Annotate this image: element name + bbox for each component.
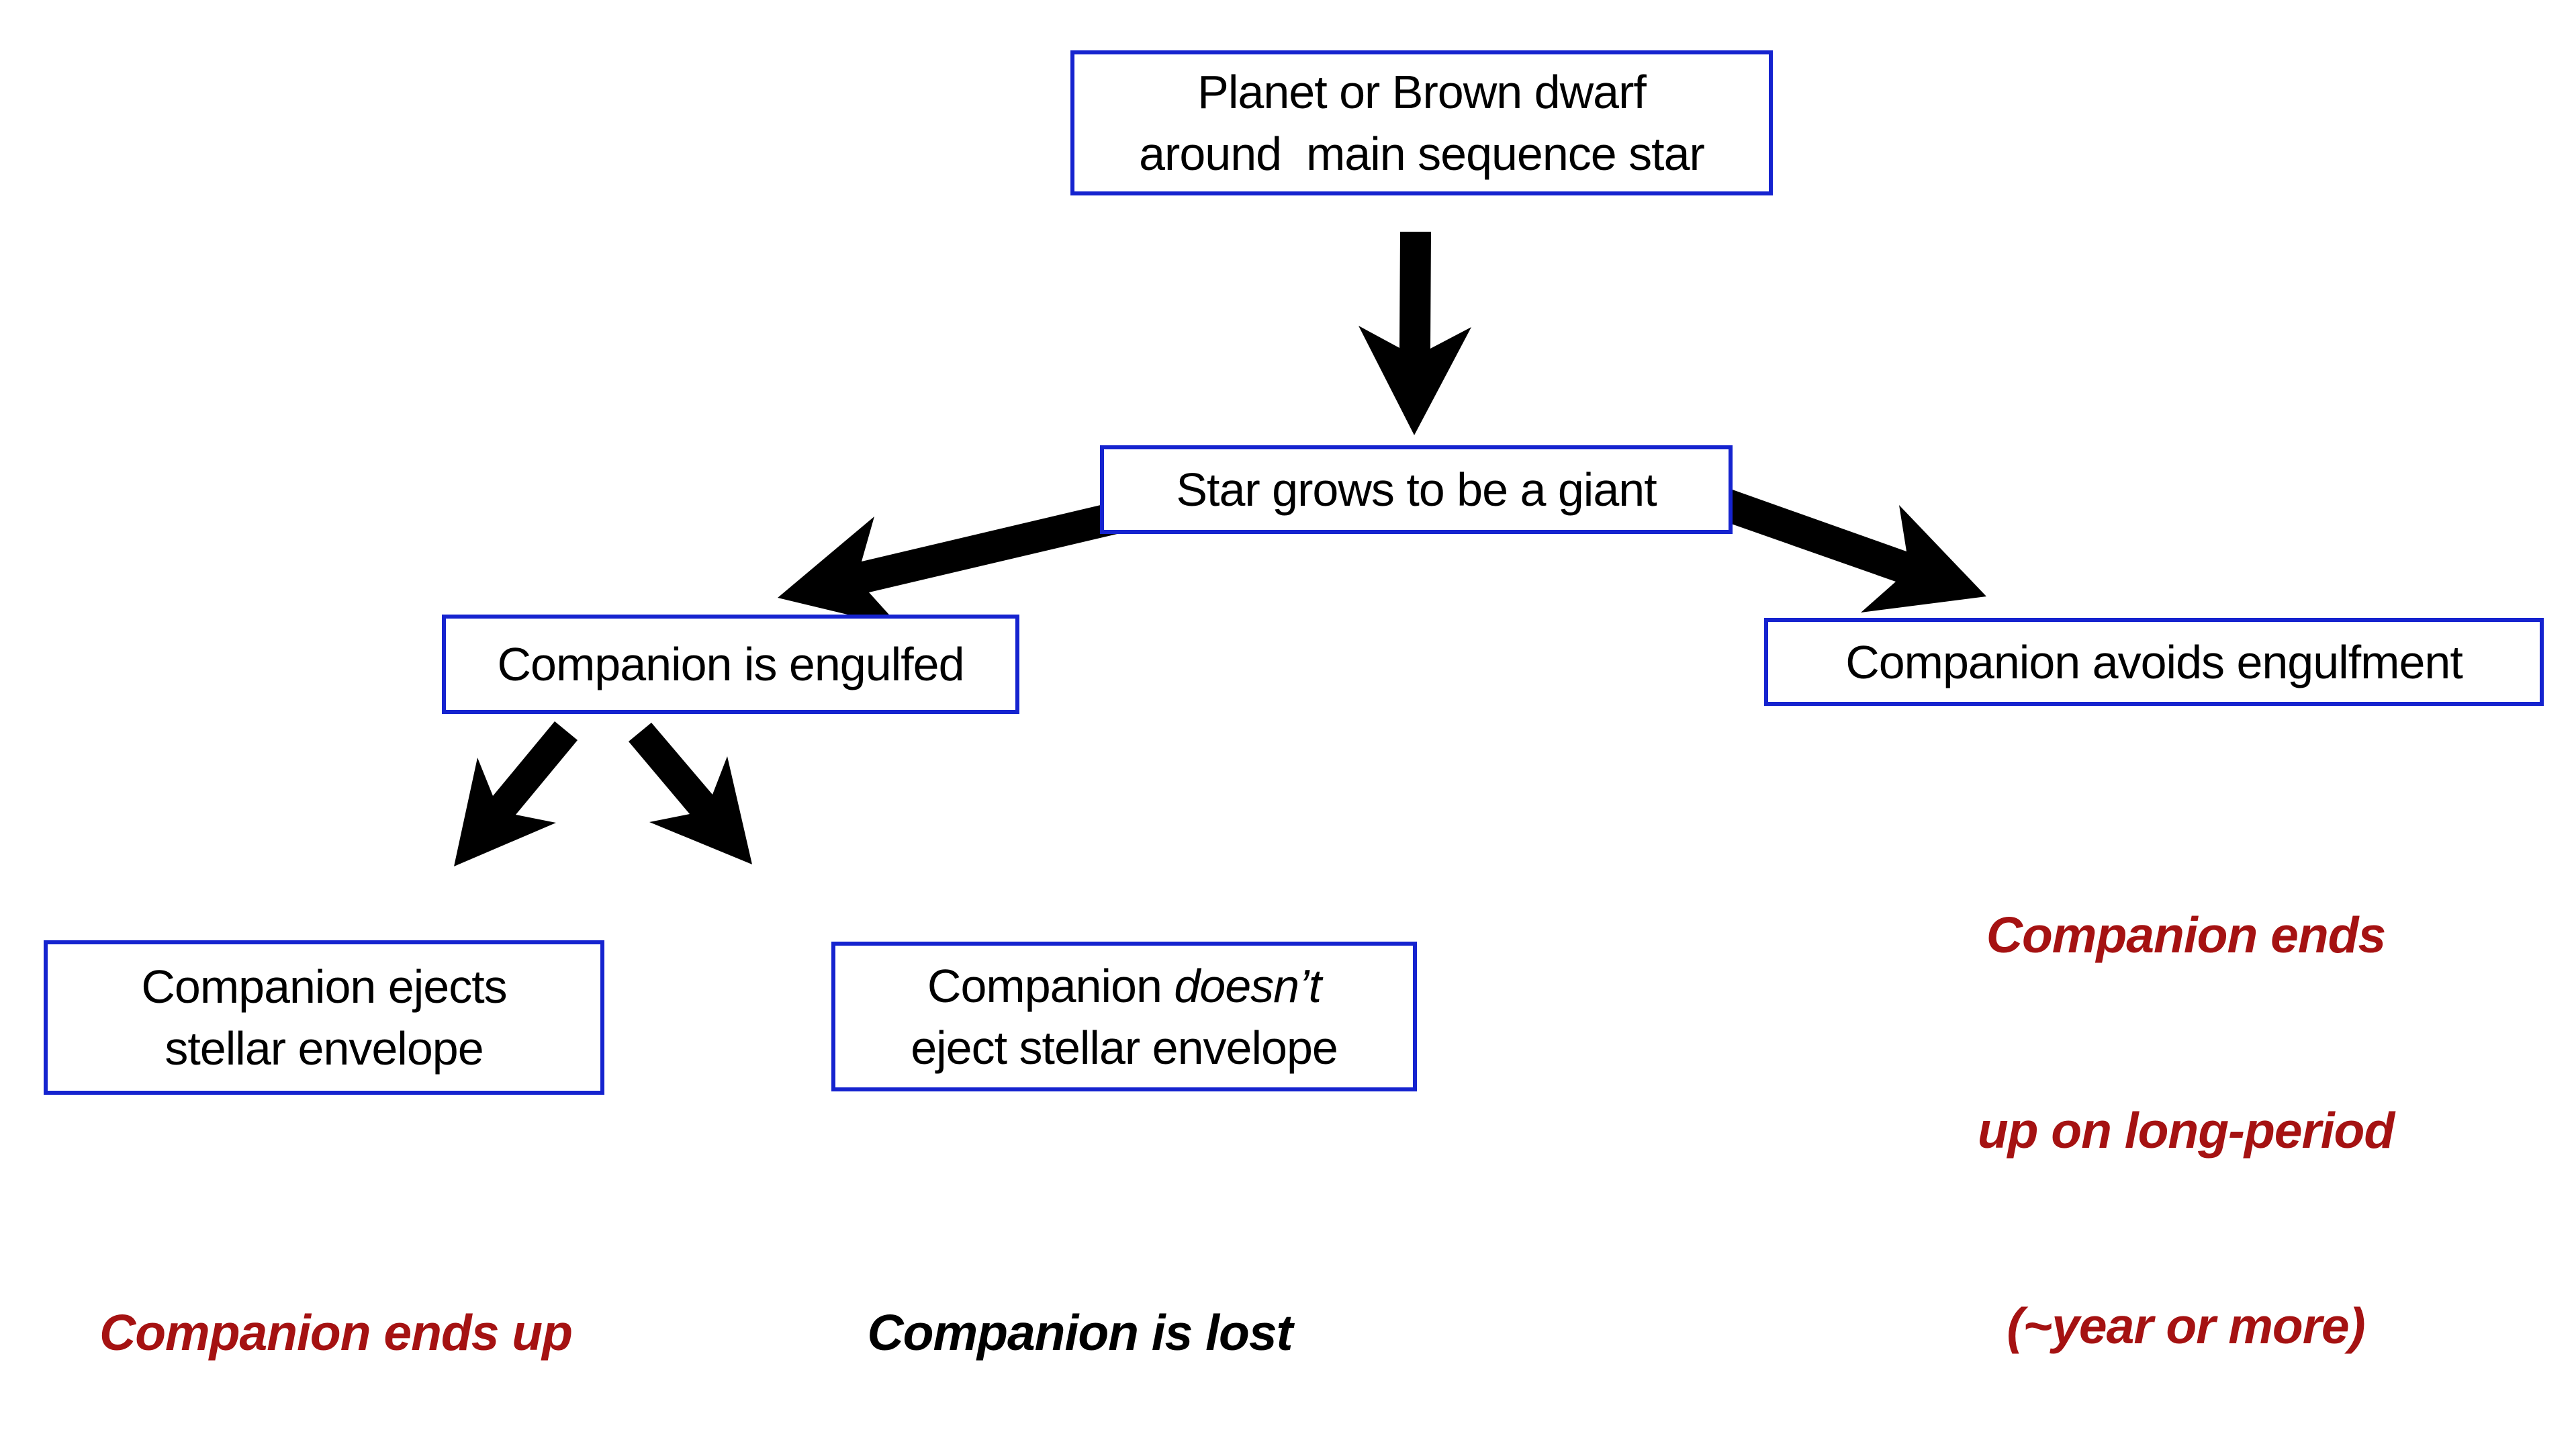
node-doesnt-line-1-italic: doesn’t xyxy=(1174,959,1322,1012)
annotation-long-period-line-2: up on long-period xyxy=(1977,1102,2395,1159)
annotation-companion-lost: Companion is lost (merges with stellar c… xyxy=(771,1170,1389,1442)
node-companion-engulfed: Companion is engulfed xyxy=(442,615,1019,714)
annotation-lost-line-1: Companion is lost xyxy=(867,1304,1293,1361)
arrow-engulfed-to-ejects xyxy=(454,721,578,866)
arrow-giant-to-engulfed xyxy=(778,496,1146,627)
node-companion-doesnt-eject: Companion doesn’t eject stellar envelope xyxy=(831,942,1417,1091)
node-avoids-line-1: Companion avoids engulfment xyxy=(1845,635,2463,688)
node-engulfed-line-1: Companion is engulfed xyxy=(497,638,964,690)
node-star-grows-giant: Star grows to be a giant xyxy=(1100,445,1733,534)
node-giant-line-1: Star grows to be a giant xyxy=(1176,463,1657,516)
annotation-long-period-orbit: Companion ends up on long-period (~year … xyxy=(1830,772,2542,1442)
node-companion-avoids-engulfment: Companion avoids engulfment xyxy=(1764,618,2544,706)
annotation-long-period-line-1: Companion ends xyxy=(1986,907,2386,963)
annotation-long-period-line-3: (~year or more) xyxy=(2007,1298,2365,1354)
arrow-engulfed-to-doesnt xyxy=(629,723,752,864)
arrow-giant-to-avoids xyxy=(1708,485,1986,613)
annotation-short-period-line-1: Companion ends up xyxy=(99,1304,573,1361)
arrow-planet-to-giant xyxy=(1359,232,1471,435)
node-ejects-line-2: stellar envelope xyxy=(165,1022,484,1075)
node-companion-ejects-envelope: Companion ejects stellar envelope xyxy=(44,940,604,1095)
node-planet-line-2: around main sequence star xyxy=(1139,128,1705,180)
node-ejects-line-1: Companion ejects xyxy=(141,960,507,1013)
node-doesnt-line-1: Companion doesn’t xyxy=(927,955,1322,1017)
node-doesnt-line-2: eject stellar envelope xyxy=(911,1021,1338,1074)
node-planet-or-brown-dwarf: Planet or Brown dwarf around main sequen… xyxy=(1070,50,1773,195)
node-planet-line-1: Planet or Brown dwarf xyxy=(1197,66,1647,118)
annotation-short-period-orbit: Companion ends up on short-period (~seve… xyxy=(40,1170,631,1442)
node-doesnt-line-1-regular: Companion xyxy=(927,959,1175,1012)
